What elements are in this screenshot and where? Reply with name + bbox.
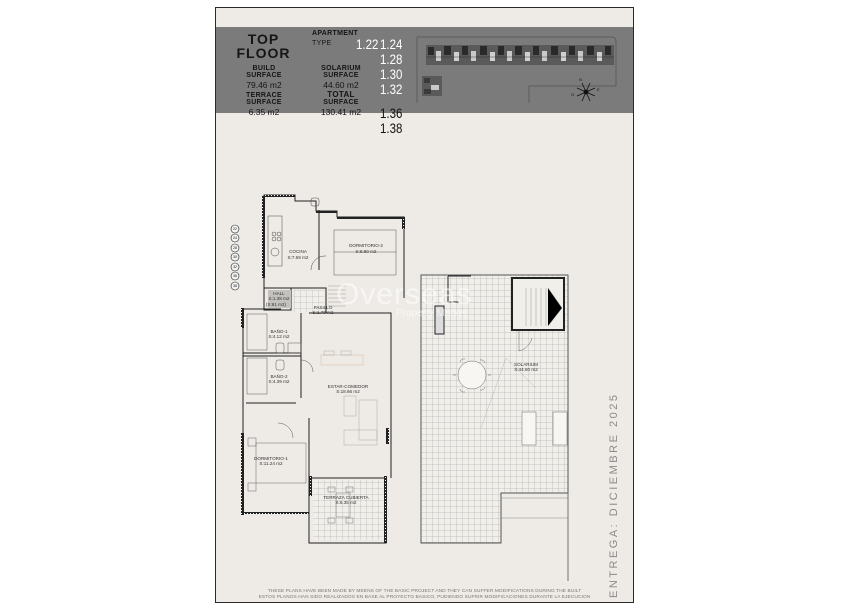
watermark-subtext: Property Market xyxy=(396,308,468,319)
solarium-stairwell xyxy=(511,277,565,352)
room-area-bano-2: S:4.39 m2 xyxy=(269,379,290,384)
apartment-type: 1.24 xyxy=(380,36,403,52)
solarium-surface-label: SOLARIUM xyxy=(321,65,361,72)
unit-marker: 30 xyxy=(233,255,237,259)
solarium-dining-table xyxy=(453,358,491,393)
solarium-surface-label2: SURFACE xyxy=(323,72,359,79)
floor-plan-drawing: 22 24 28 30 32 36 38 xyxy=(230,194,569,581)
plan-sheet: TOP FLOOR APARTMENT TYPE BUILD SURFACE 7… xyxy=(215,7,634,603)
floor-label-line1: TOP xyxy=(247,31,280,47)
floor-label: TOP FLOOR xyxy=(226,32,301,60)
room-area-pasillo: S:1.70 m2 xyxy=(313,310,334,315)
room-label-dormitorio-2: DORMITORIO-2 xyxy=(349,243,383,248)
solarium-surface-value: 44.60 m2 xyxy=(323,80,359,90)
apartment-type: 1.36 xyxy=(380,105,403,121)
room-area-cocina: S:7.69 m2 xyxy=(288,255,309,260)
apartment-type: 1.28 xyxy=(380,51,403,67)
terrace-surface-label2: SURFACE xyxy=(246,99,282,106)
unit-marker: 22 xyxy=(233,227,237,231)
room-area-bano-1: S:4.12 m2 xyxy=(269,334,290,339)
unit-marker: 38 xyxy=(233,284,237,288)
room-label-hall: HALL xyxy=(273,291,285,296)
apartment-type-list: 1.24 1.28 1.30 1.32 xyxy=(380,37,402,97)
header-band: TOP FLOOR APARTMENT TYPE BUILD SURFACE 7… xyxy=(216,27,633,116)
total-surface: TOTAL SURFACE 130.41 m2 xyxy=(306,91,376,117)
room-label-estar-comedor: ESTAR-COMEDOR xyxy=(328,384,369,389)
unit-marker: 32 xyxy=(233,265,237,269)
total-surface-label: TOTAL xyxy=(327,90,355,99)
compass-south: S xyxy=(587,102,590,103)
apartment-type: 1.32 xyxy=(380,81,403,97)
disclaimer-english: THESE PLANS HAVE BEEN MADE BY MEENS OF T… xyxy=(267,589,582,594)
unit-marker: 28 xyxy=(233,246,237,250)
room-area-dormitorio-1: S:11.24 m2 xyxy=(259,461,283,466)
apartment-type: 1.30 xyxy=(380,66,403,82)
room-area-solarium: S:44.60 m2 xyxy=(514,367,538,372)
terrace-surface-label: TERRACE xyxy=(246,92,282,99)
apartment-type-label-line1: APARTMENT xyxy=(312,30,359,37)
apartment-type-overflow: 1.36 1.38 xyxy=(380,106,402,136)
watermark-text: Overseas xyxy=(336,278,473,311)
room-label-cocina: COCINA xyxy=(289,249,308,254)
apartment-type-label: APARTMENT TYPE xyxy=(312,30,387,47)
room-label-bano-1: BAÑO-1 xyxy=(270,328,288,334)
apartment-type-label-line2: TYPE xyxy=(312,40,332,47)
solarium-surface: SOLARIUM SURFACE 44.60 m2 xyxy=(306,65,376,90)
build-surface-label2: SURFACE xyxy=(246,72,282,79)
room-label-pasillo: PASILLO xyxy=(314,305,333,310)
apartment-type-first: 1.22 xyxy=(356,36,379,52)
terrace-surface: TERRACE SURFACE 6.35 m2 xyxy=(230,92,298,117)
room-note-hall: (S:61 m2) xyxy=(266,302,287,307)
unit-marker: 24 xyxy=(233,236,237,240)
total-surface-value: 130.41 m2 xyxy=(320,107,362,117)
disclaimer-spanish: ESTOS PLANOS HAN SIDO REALIZADOS EN BASE… xyxy=(258,595,591,600)
unit-markers xyxy=(230,224,240,291)
compass-icon xyxy=(576,82,596,102)
compass-east: E xyxy=(597,87,600,92)
apartment-type: 1.38 xyxy=(380,120,403,136)
room-label-solarium: SOLARIUM xyxy=(514,362,538,367)
room-label-terraza: TERRAZA CUBIERTA xyxy=(323,495,369,500)
delivery-date: ENTREGA: DICIEMBRE 2025 xyxy=(608,392,620,598)
room-label-bano-2: BAÑO-2 xyxy=(270,373,288,379)
room-area-dormitorio-2: S:8.80 m2 xyxy=(356,249,377,254)
room-label-dormitorio-1: DORMITORIO-1 xyxy=(254,456,288,461)
build-surface: BUILD SURFACE 79.46 m2 xyxy=(230,65,298,90)
total-surface-label2: SURFACE xyxy=(323,99,359,106)
room-area-estar-comedor: S:18.66 m2 xyxy=(336,389,360,394)
room-area-hall: S:1.38 m2 xyxy=(269,296,290,301)
unit-marker: 36 xyxy=(233,274,237,278)
compass-west: O xyxy=(571,92,574,97)
terrace-surface-value: 6.35 m2 xyxy=(248,107,280,117)
sun-loungers xyxy=(521,411,568,446)
build-surface-value: 79.46 m2 xyxy=(246,80,282,90)
room-area-terraza: S:6.35 m2 xyxy=(336,500,357,505)
floor-label-line2: FLOOR xyxy=(236,45,291,61)
small-building xyxy=(422,76,442,96)
build-surface-label: BUILD xyxy=(252,65,276,72)
site-plan-map: N E S O xyxy=(416,36,617,103)
compass-north: N xyxy=(579,77,582,82)
